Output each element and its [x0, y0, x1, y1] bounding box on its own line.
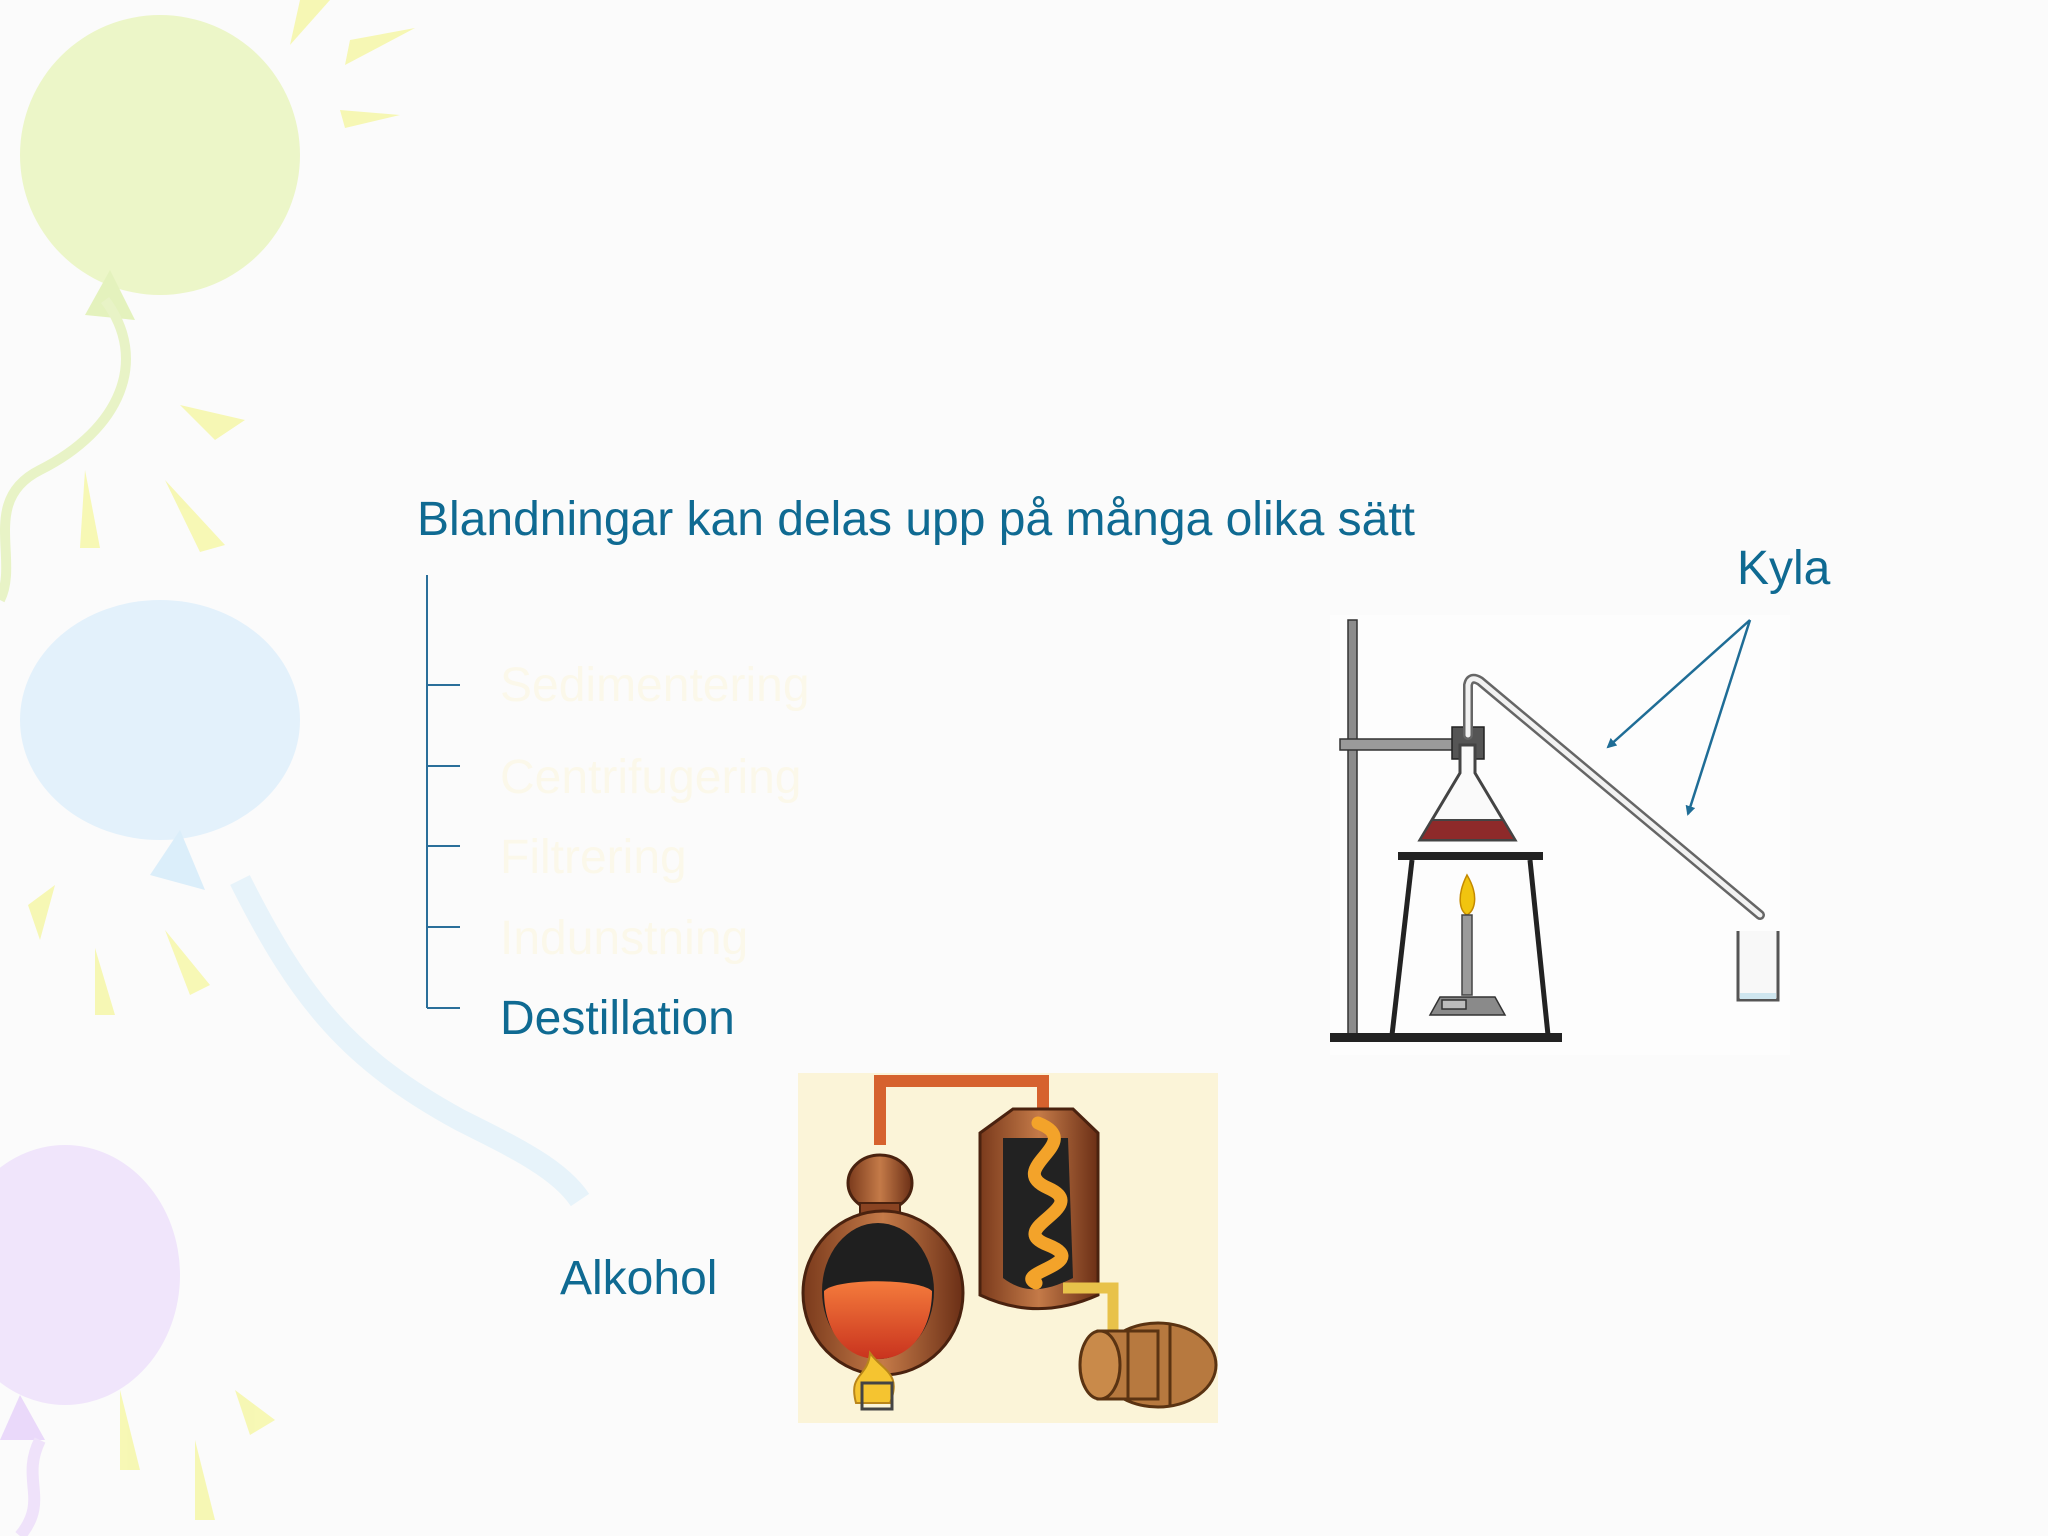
method-tree-connector: [426, 575, 460, 1009]
method-sedimentering: Sedimentering: [500, 659, 810, 712]
blue-balloon: [20, 600, 590, 1207]
method-centrifugering: Centrifugering: [500, 751, 802, 804]
sun-ray-decoration: [28, 0, 415, 1520]
alcohol-still-illustration: [798, 1073, 1218, 1423]
method-indunstning: Indunstning: [500, 912, 749, 965]
purple-balloon: [0, 1145, 180, 1536]
kyla-label: Kyla: [1737, 542, 1831, 595]
lab-distillation-illustration: [1330, 615, 1790, 1055]
method-destillation: Destillation: [500, 992, 735, 1045]
alkohol-label: Alkohol: [560, 1252, 718, 1305]
slide-title: Blandningar kan delas upp på många olika…: [417, 493, 1416, 546]
green-balloon: [0, 15, 300, 603]
method-filtrering: Filtrering: [500, 831, 687, 884]
